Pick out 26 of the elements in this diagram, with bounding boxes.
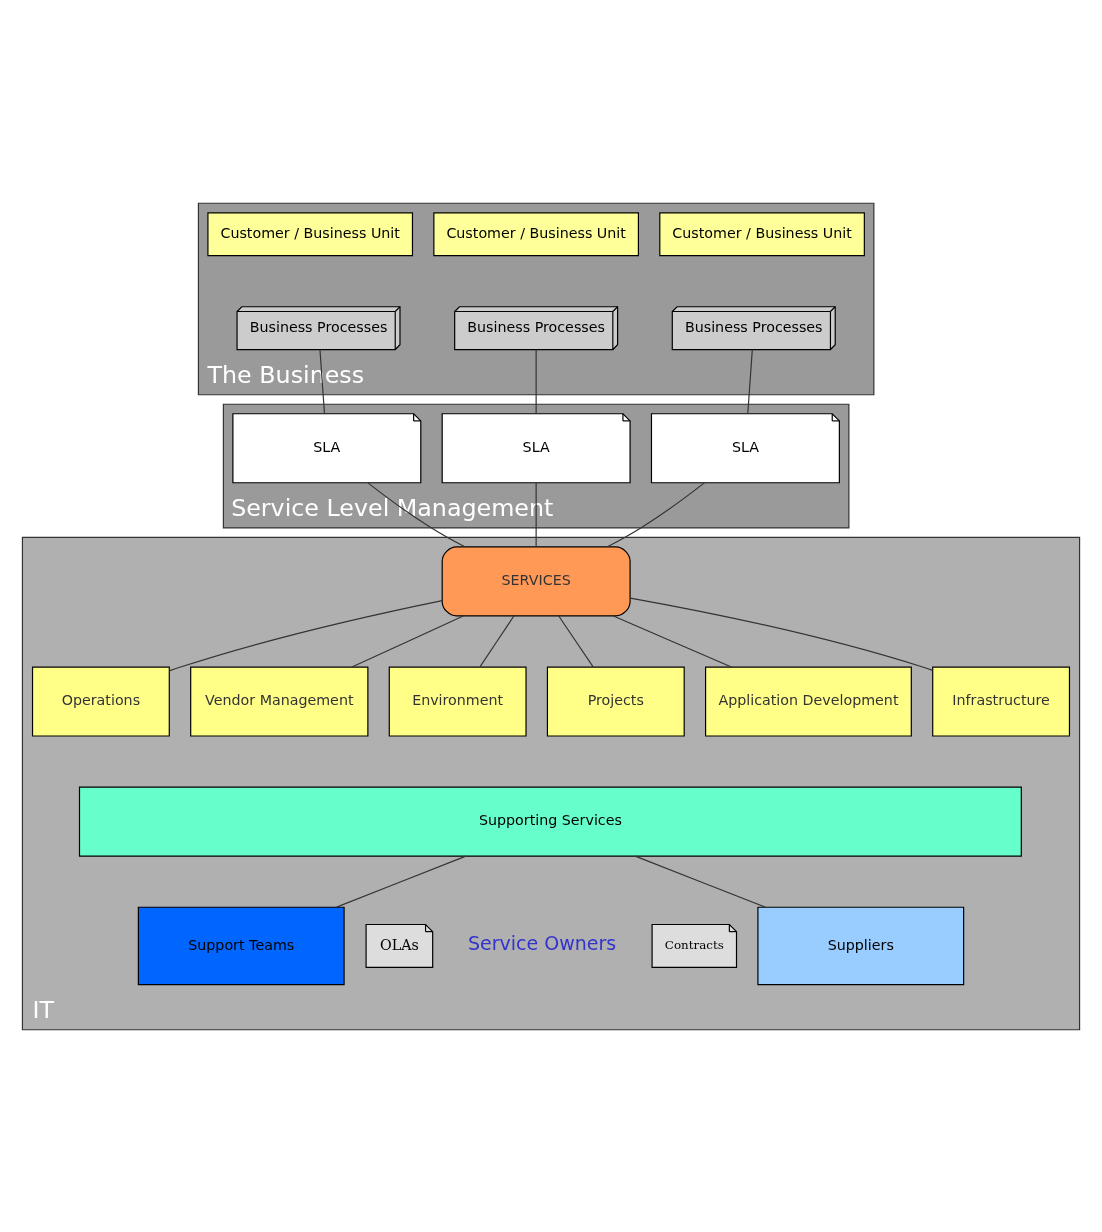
node-box: Customer / Business Unit [207,211,414,256]
node-box: Projects [546,665,685,737]
node-box: Operations [31,665,170,737]
connector [747,348,753,414]
connector [629,597,934,671]
node-box: SERVICES [441,545,631,616]
node-box: Infrastructure [932,665,1071,737]
node-box: Customer / Business Unit [433,211,639,256]
node-box: Suppliers [757,906,965,985]
label: Service Owners [467,931,617,954]
node-box: Environment [388,665,527,737]
connector [367,481,466,547]
connector [634,855,766,908]
node-box: Support Teams [137,906,345,985]
node-box: Customer / Business Unit [659,211,865,256]
connector [335,855,467,908]
connector [168,599,443,671]
connector [351,614,464,668]
connector [612,614,732,668]
connector [535,348,537,414]
node-box: Supporting Services [78,786,1022,857]
connector [479,614,515,667]
connector [606,481,705,547]
connector [558,614,594,667]
node-box: Vendor Management [190,665,369,737]
node-box: Application Development [705,665,912,737]
